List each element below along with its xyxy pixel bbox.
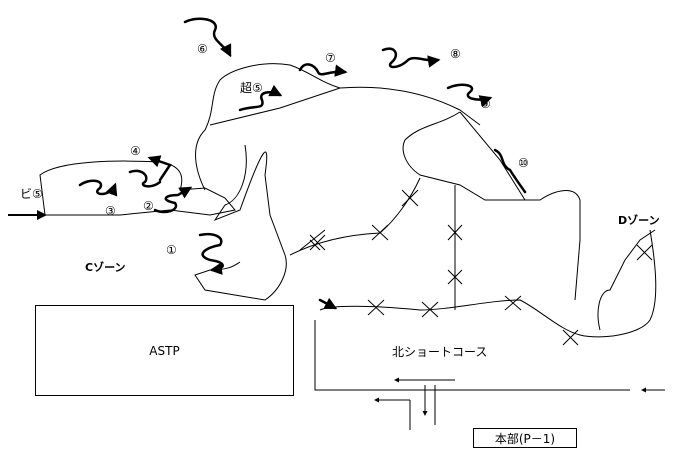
marker-9: ⑨ <box>480 97 491 111</box>
hill-super5 <box>238 84 283 112</box>
crossing <box>309 234 326 251</box>
marker-4: ④ <box>130 144 141 158</box>
marker-super5: 超⑤ <box>240 81 263 95</box>
astp-label: ASTP <box>149 343 180 358</box>
crossing <box>636 244 653 261</box>
arrow-right-lower <box>318 297 338 310</box>
marker-1: ① <box>166 243 177 257</box>
marker-3: ③ <box>105 204 116 218</box>
hill-6 <box>183 17 232 58</box>
d-zone-path <box>597 229 656 331</box>
hq-box: 本部(P－1) <box>473 428 577 448</box>
d-zone-label: Dゾーン <box>618 214 660 227</box>
inner-track <box>209 87 341 126</box>
spur-to-10 <box>459 111 526 201</box>
hill-8 <box>381 47 441 69</box>
marker-8: ⑧ <box>450 47 461 61</box>
hill-10 <box>493 148 527 194</box>
marker-6: ⑥ <box>197 42 208 56</box>
hill-3 <box>78 179 118 197</box>
crossing <box>447 269 463 285</box>
middle-track <box>194 144 287 301</box>
north-short-course-outline <box>314 229 657 391</box>
crossing <box>504 295 522 311</box>
hill-4 <box>147 155 172 182</box>
center-path <box>289 177 421 256</box>
marker-bi5: ビ⑤ <box>20 187 43 201</box>
hill-7 <box>298 63 348 77</box>
c-zone-label: Cゾーン <box>85 261 126 274</box>
astp-area: ASTP <box>35 305 294 396</box>
north-short-course-label: 北ショートコース <box>392 345 488 359</box>
crossing <box>371 224 389 241</box>
c-zone-outline <box>39 160 236 216</box>
crossing <box>367 299 385 316</box>
marker-7: ⑦ <box>325 51 336 65</box>
hill-1 <box>198 233 224 275</box>
hill-3b <box>128 169 162 188</box>
hill-9 <box>446 83 493 108</box>
hill-2 <box>153 186 193 214</box>
marker-10: ⑩ <box>518 156 529 170</box>
crossing <box>562 329 579 346</box>
marker-2: ② <box>143 199 154 213</box>
right-loop <box>402 111 581 301</box>
crossing <box>447 224 463 241</box>
hq-label: 本部(P－1) <box>494 431 556 446</box>
upper-loop <box>195 63 481 191</box>
crossing <box>421 301 439 318</box>
crossing <box>401 189 419 207</box>
